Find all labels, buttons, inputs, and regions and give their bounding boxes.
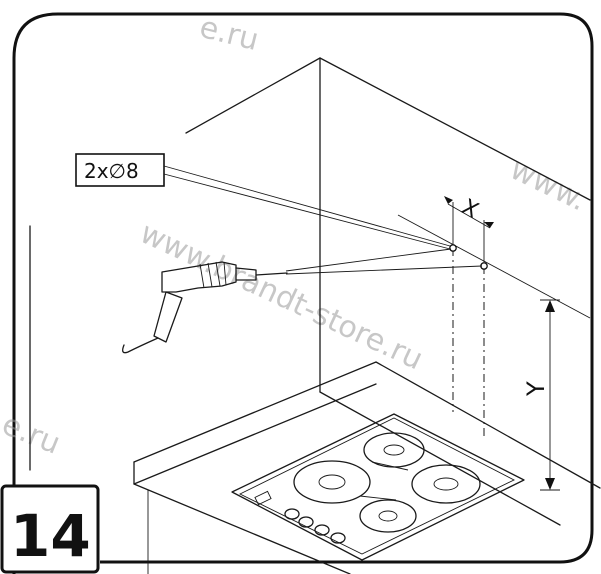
hob-icon — [231, 413, 525, 561]
hole-callout-box — [75, 153, 165, 187]
dimension-x-marker — [444, 196, 494, 262]
frame-border — [12, 12, 594, 574]
dimension-x-label: X — [457, 195, 482, 224]
step-number-box — [0, 484, 100, 574]
dimension-y-label: Y — [522, 381, 550, 397]
wall-corner — [29, 57, 591, 526]
hole-callout-text: 2x∅8 — [84, 159, 139, 183]
step-number: 14 — [10, 502, 91, 570]
countertop — [133, 361, 601, 574]
watermark-top: e.ru — [196, 10, 262, 58]
watermark-left: e.ru — [0, 407, 65, 462]
dimension-y-marker — [540, 299, 560, 491]
drill-hole-left — [449, 244, 457, 252]
hob-control-knobs — [254, 490, 346, 544]
hole-reference-lines — [397, 214, 591, 440]
drill-icon — [122, 261, 288, 354]
